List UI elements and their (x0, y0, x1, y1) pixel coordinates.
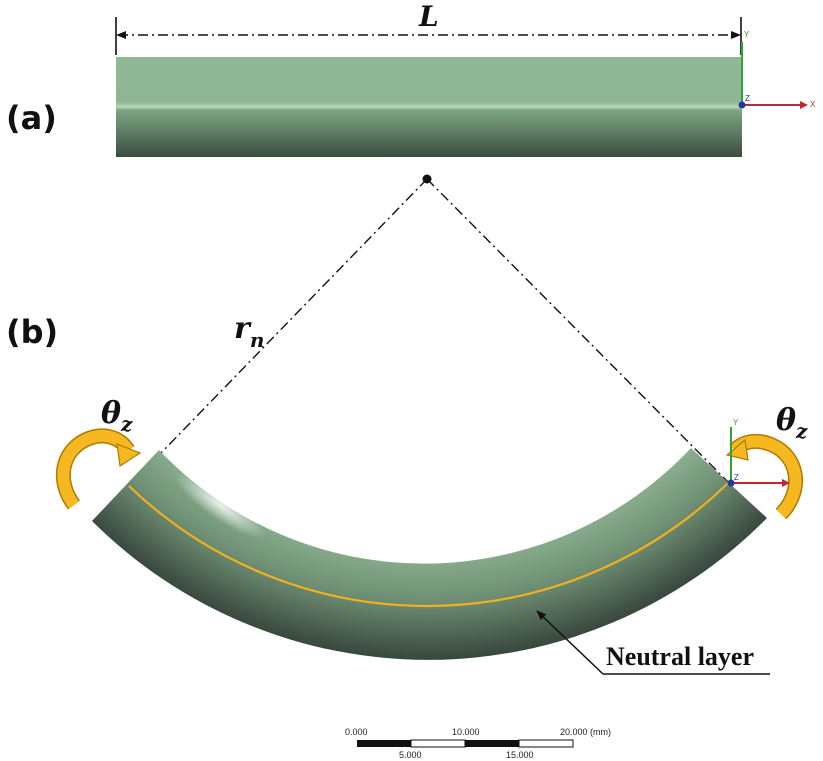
length-symbol: L (418, 0, 439, 33)
scale-segment-4 (518, 739, 574, 748)
scale-segment-3 (465, 740, 519, 747)
rotation-symbol-right-main: θ (776, 403, 796, 438)
scale-tick-20: 20.000 (mm) (560, 727, 611, 737)
scale-tick-10: 10.000 (452, 727, 480, 737)
straight-tube (116, 57, 742, 157)
scale-tick-0: 0.000 (345, 727, 368, 737)
coordinate-triad-b: Y Z (727, 418, 790, 487)
radius-symbol-main: r (234, 311, 252, 346)
coordinate-triad-a: Y X Z (738, 30, 816, 109)
panel-b-label: (b) (6, 313, 58, 351)
radius-symbol-sub: n (250, 328, 265, 352)
neutral-layer-label: Neutral layer (606, 642, 754, 671)
rotation-symbol-right: θz (776, 403, 808, 443)
x-axis-label-a: X (810, 100, 816, 109)
scale-segment-1 (357, 740, 411, 747)
rotation-arrow-right (725, 433, 803, 520)
bent-tube (92, 448, 767, 660)
panel-a-label: (a) (6, 99, 57, 137)
neutral-layer-line (128, 482, 729, 608)
neutral-layer-leader (536, 610, 604, 675)
radius-line-left (127, 178, 428, 488)
rotation-symbol-left: θz (101, 396, 133, 436)
rotation-symbol-right-sub: z (795, 419, 808, 443)
z-axis-label-b: Z (734, 473, 739, 482)
rotation-symbol-left-main: θ (101, 396, 121, 431)
dimension-arrow-right (731, 31, 741, 39)
z-axis-label-a: Z (745, 94, 750, 103)
radius-symbol: rn (234, 311, 264, 352)
scale-bar: 0.000 10.000 20.000 (mm) 5.000 15.000 (345, 727, 611, 760)
rotation-arrow-left (55, 428, 142, 510)
y-axis-label-b: Y (733, 418, 739, 427)
scale-segment-2 (410, 739, 466, 748)
radius-line-right (426, 178, 730, 484)
dimension-arrow-left (116, 31, 126, 39)
y-axis-label-a: Y (744, 30, 750, 39)
tube-highlight (174, 471, 266, 539)
rotation-symbol-left-sub: z (120, 412, 133, 436)
panel-a: (a) L Y X Z (6, 0, 816, 157)
panel-b: (b) rn θz θz (6, 174, 808, 675)
scale-tick-5: 5.000 (399, 750, 422, 760)
scale-tick-15: 15.000 (506, 750, 534, 760)
